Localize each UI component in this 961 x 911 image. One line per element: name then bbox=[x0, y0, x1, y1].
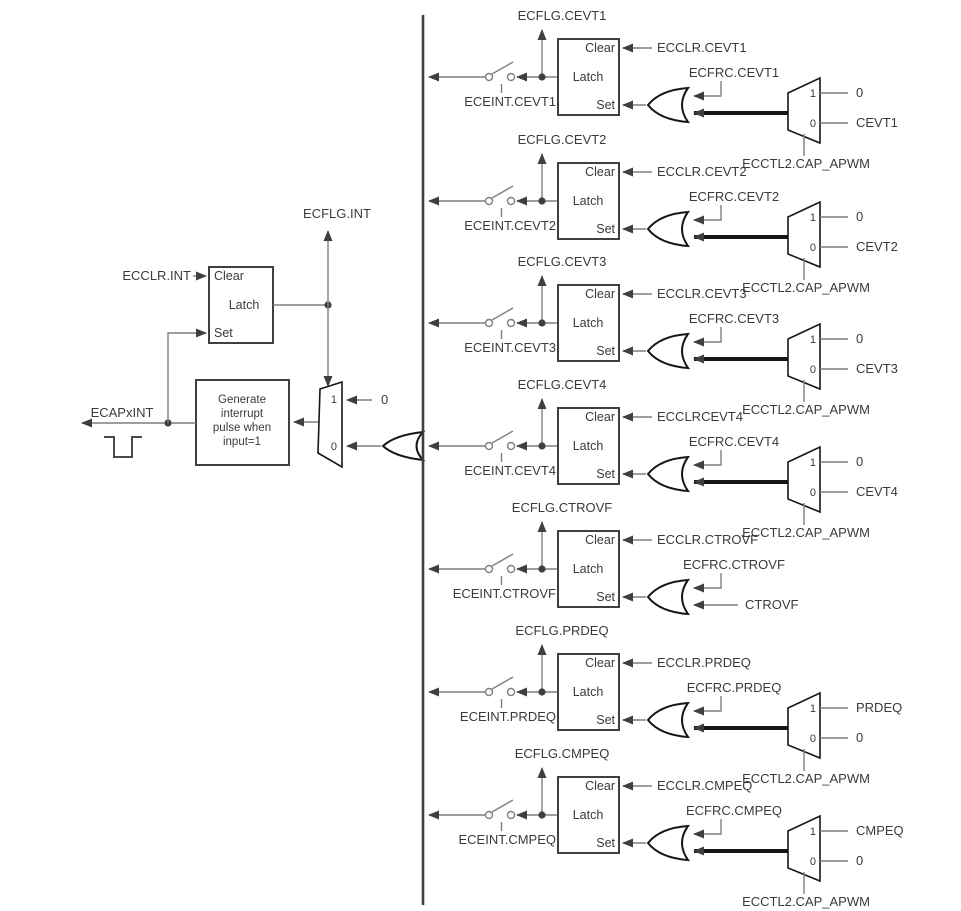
event-block-cevt3: ECFLG.CEVT3 ECCLR.CEVT3 ECFRC.CEVT3 ECEI… bbox=[429, 254, 898, 417]
ecflg-int-label: ECFLG.INT bbox=[303, 206, 371, 221]
mux-select-label: ECCTL2.CAP_APWM bbox=[742, 771, 870, 786]
clear-source-label: ECCLR.CEVT1 bbox=[657, 40, 747, 55]
event-block-prdeq: ECFLG.PRDEQ ECCLR.PRDEQ ECFRC.PRDEQ ECEI… bbox=[429, 623, 902, 786]
force-label: ECFRC.PRDEQ bbox=[687, 680, 782, 695]
event-block-cevt1: ECFLG.CEVT1 ECCLR.CEVT1 ECFRC.CEVT1 ECEI… bbox=[429, 8, 898, 171]
generate-line-3: pulse when bbox=[213, 422, 271, 434]
event-block-ctrovf: ECFLG.CTROVF ECCLR.CTROVF ECFRC.CTROVF E… bbox=[429, 500, 799, 614]
event-block-cevt4: ECFLG.CEVT4 ECCLRCEVT4 ECFRC.CEVT4 ECEIN… bbox=[429, 377, 898, 540]
flag-label: ECFLG.PRDEQ bbox=[515, 623, 608, 638]
mux-one-source-label: 0 bbox=[856, 209, 863, 224]
mux-zero-source-label: CEVT2 bbox=[856, 239, 898, 254]
enable-label: ECEINT.CEVT2 bbox=[464, 218, 556, 233]
clear-source-label: ECCLR.PRDEQ bbox=[657, 655, 751, 670]
ecapxint-label: ECAPxINT bbox=[91, 405, 154, 420]
int-latch-clear-label: Clear bbox=[214, 269, 244, 283]
generate-line-2: interrupt bbox=[221, 408, 264, 420]
force-label: ECFRC.CEVT2 bbox=[689, 189, 779, 204]
force-label: ECFRC.CEVT4 bbox=[689, 434, 779, 449]
clear-source-label: ECCLR.CEVT2 bbox=[657, 164, 747, 179]
interrupt-mux-zero-pin: 0 bbox=[331, 441, 337, 453]
generate-line-4: input=1 bbox=[223, 436, 261, 448]
mux-one-source-label: 0 bbox=[856, 331, 863, 346]
force-label: ECFRC.CTROVF bbox=[683, 557, 785, 572]
event-block-cevt2: ECFLG.CEVT2 ECCLR.CEVT2 ECFRC.CEVT2 ECEI… bbox=[429, 132, 898, 295]
force-label: ECFRC.CEVT3 bbox=[689, 311, 779, 326]
ecclr-int-label: ECCLR.INT bbox=[122, 268, 191, 283]
direct-source-label: CTROVF bbox=[745, 597, 799, 612]
clear-source-label: ECCLR.CTROVF bbox=[657, 532, 758, 547]
clear-source-label: ECCLR.CEVT3 bbox=[657, 286, 747, 301]
enable-label: ECEINT.CEVT3 bbox=[464, 340, 556, 355]
enable-label: ECEINT.PRDEQ bbox=[460, 709, 556, 724]
mux-zero-source-label: CEVT4 bbox=[856, 484, 898, 499]
flag-label: ECFLG.CTROVF bbox=[512, 500, 612, 515]
interrupt-mux-one-src-label: 0 bbox=[381, 392, 388, 407]
enable-label: ECEINT.CTROVF bbox=[453, 586, 556, 601]
flag-label: ECFLG.CEVT2 bbox=[518, 132, 607, 147]
mux-zero-source-label: 0 bbox=[856, 730, 863, 745]
mux-select-label: ECCTL2.CAP_APWM bbox=[742, 402, 870, 417]
force-label: ECFRC.CMPEQ bbox=[686, 803, 782, 818]
mux-select-label: ECCTL2.CAP_APWM bbox=[742, 894, 870, 909]
mux-zero-source-label: CEVT3 bbox=[856, 361, 898, 376]
pulse-waveform-icon bbox=[104, 436, 142, 458]
interrupt-mux-icon bbox=[317, 380, 343, 469]
flag-label: ECFLG.CEVT1 bbox=[518, 8, 607, 23]
int-latch-latch-label: Latch bbox=[229, 298, 260, 312]
mux-select-label: ECCTL2.CAP_APWM bbox=[742, 156, 870, 171]
interrupt-mux-one-pin: 1 bbox=[331, 394, 337, 406]
set-feedback-wire bbox=[167, 328, 207, 423]
mux-one-source-label: CMPEQ bbox=[856, 823, 904, 838]
clear-source-label: ECCLR.CMPEQ bbox=[657, 778, 752, 793]
mux-one-source-label: PRDEQ bbox=[856, 700, 902, 715]
mux-select-label: ECCTL2.CAP_APWM bbox=[742, 525, 870, 540]
enable-label: ECEINT.CMPEQ bbox=[458, 832, 556, 847]
clear-source-label: ECCLRCEVT4 bbox=[657, 409, 743, 424]
enable-label: ECEINT.CEVT4 bbox=[464, 463, 556, 478]
mux-select-label: ECCTL2.CAP_APWM bbox=[742, 280, 870, 295]
enable-label: ECEINT.CEVT1 bbox=[464, 94, 556, 109]
flag-label: ECFLG.CEVT4 bbox=[518, 377, 607, 392]
mux-zero-source-label: 0 bbox=[856, 853, 863, 868]
sum-or-gate-icon bbox=[381, 430, 426, 462]
generate-pulse-box bbox=[195, 379, 290, 466]
int-latch-set-label: Set bbox=[214, 326, 233, 340]
int-latch-section: ECCLR.INT Clear Latch Set ECFLG.INT 1 0 … bbox=[81, 15, 426, 905]
event-block-cmpeq: ECFLG.CMPEQ ECCLR.CMPEQ ECFRC.CMPEQ ECEI… bbox=[429, 746, 904, 909]
generate-line-1: Generate bbox=[218, 394, 266, 406]
flag-label: ECFLG.CMPEQ bbox=[515, 746, 610, 761]
flag-label: ECFLG.CEVT3 bbox=[518, 254, 607, 269]
mux-one-source-label: 0 bbox=[856, 85, 863, 100]
force-label: ECFRC.CEVT1 bbox=[689, 65, 779, 80]
mux-one-source-label: 0 bbox=[856, 454, 863, 469]
mux-zero-source-label: CEVT1 bbox=[856, 115, 898, 130]
